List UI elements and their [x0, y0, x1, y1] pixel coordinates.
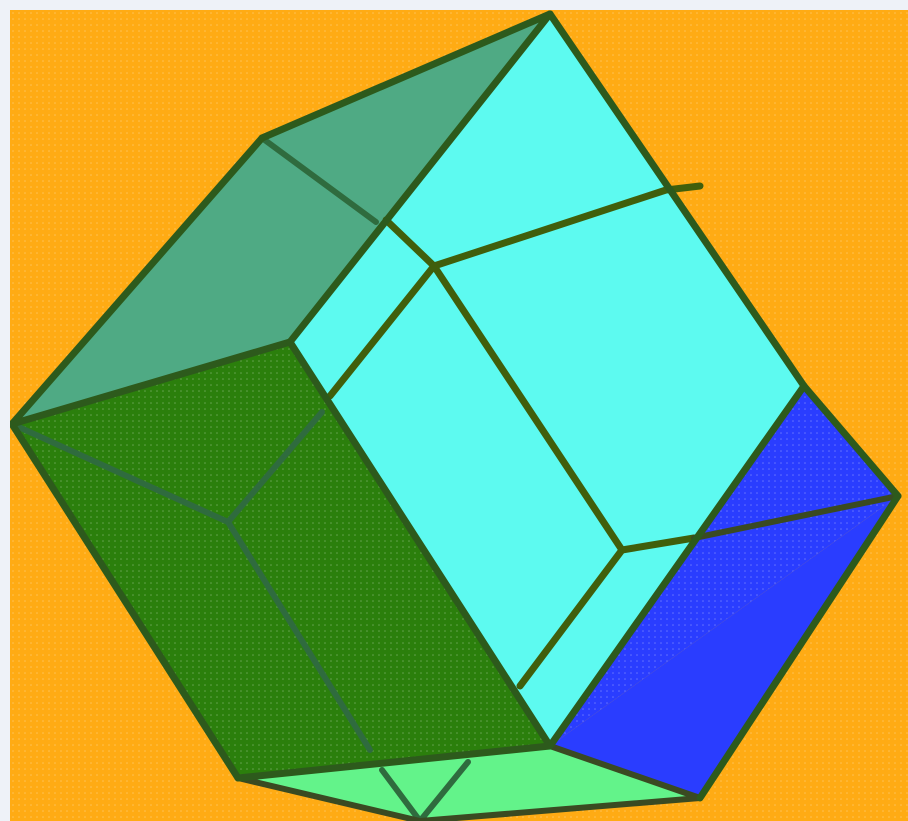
polyhedron-canvas [10, 10, 908, 821]
polyhedron-illustration [10, 10, 908, 821]
